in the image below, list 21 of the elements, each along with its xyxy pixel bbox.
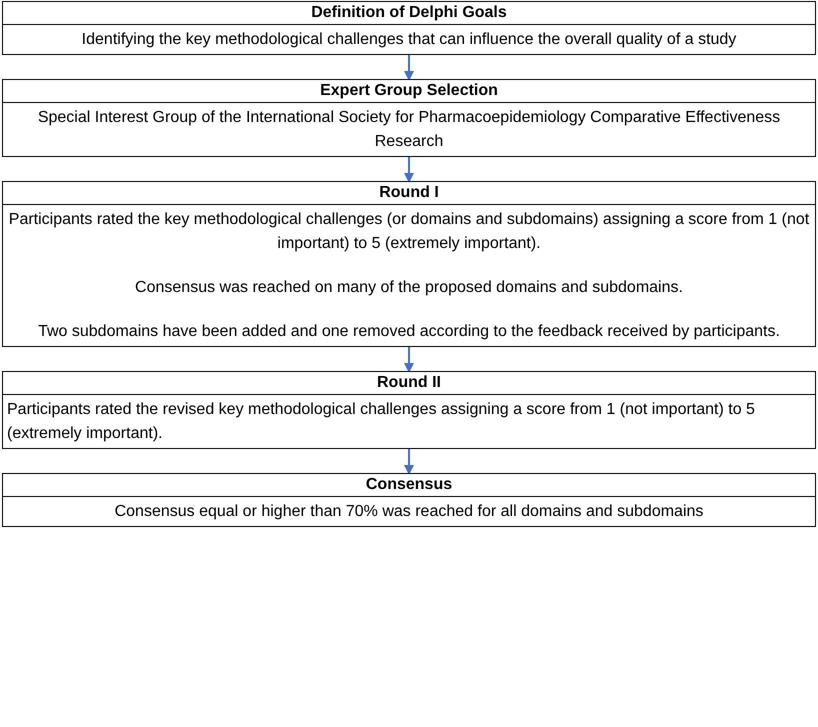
arrow (404, 55, 414, 81)
box-heading: Round II (3, 372, 815, 395)
arrow (404, 157, 414, 183)
process-box (2, 79, 816, 157)
box-text: Identifying the key methodological challenges that can influence the overall quality of a study (80, 30, 738, 50)
box-text: Consensus was reached on many of the proposed domains and subdomains. (134, 278, 684, 298)
process-box (2, 473, 816, 527)
arrow (404, 449, 414, 475)
process-box (2, 371, 816, 449)
process-box (2, 181, 816, 347)
arrow (404, 347, 414, 373)
process-box (2, 1, 816, 55)
box-heading: Expert Group Selection (3, 80, 815, 103)
box-text: Participants rated the revised key methodological challenges assigning a score from 1 (not important) to 5 (extremely important). (6, 400, 756, 444)
box-text: Two subdomains have been added and one removed according to the feedback received by participants. (37, 322, 781, 342)
box-text: Participants rated the key methodological challenges (or domains and subdomains) assigning a score from 1 (not important) to 5 (extremely important). (8, 210, 810, 254)
box-text: Consensus equal or higher than 70% was reached for all domains and subdomains (114, 502, 704, 522)
box-heading: Consensus (3, 474, 815, 497)
box-heading: Round I (3, 182, 815, 205)
box-text: Special Interest Group of the International Society for Pharmacoepidemiology Comparative Effectiveness Research (36, 108, 782, 152)
box-heading: Definition of Delphi Goals (3, 2, 815, 25)
